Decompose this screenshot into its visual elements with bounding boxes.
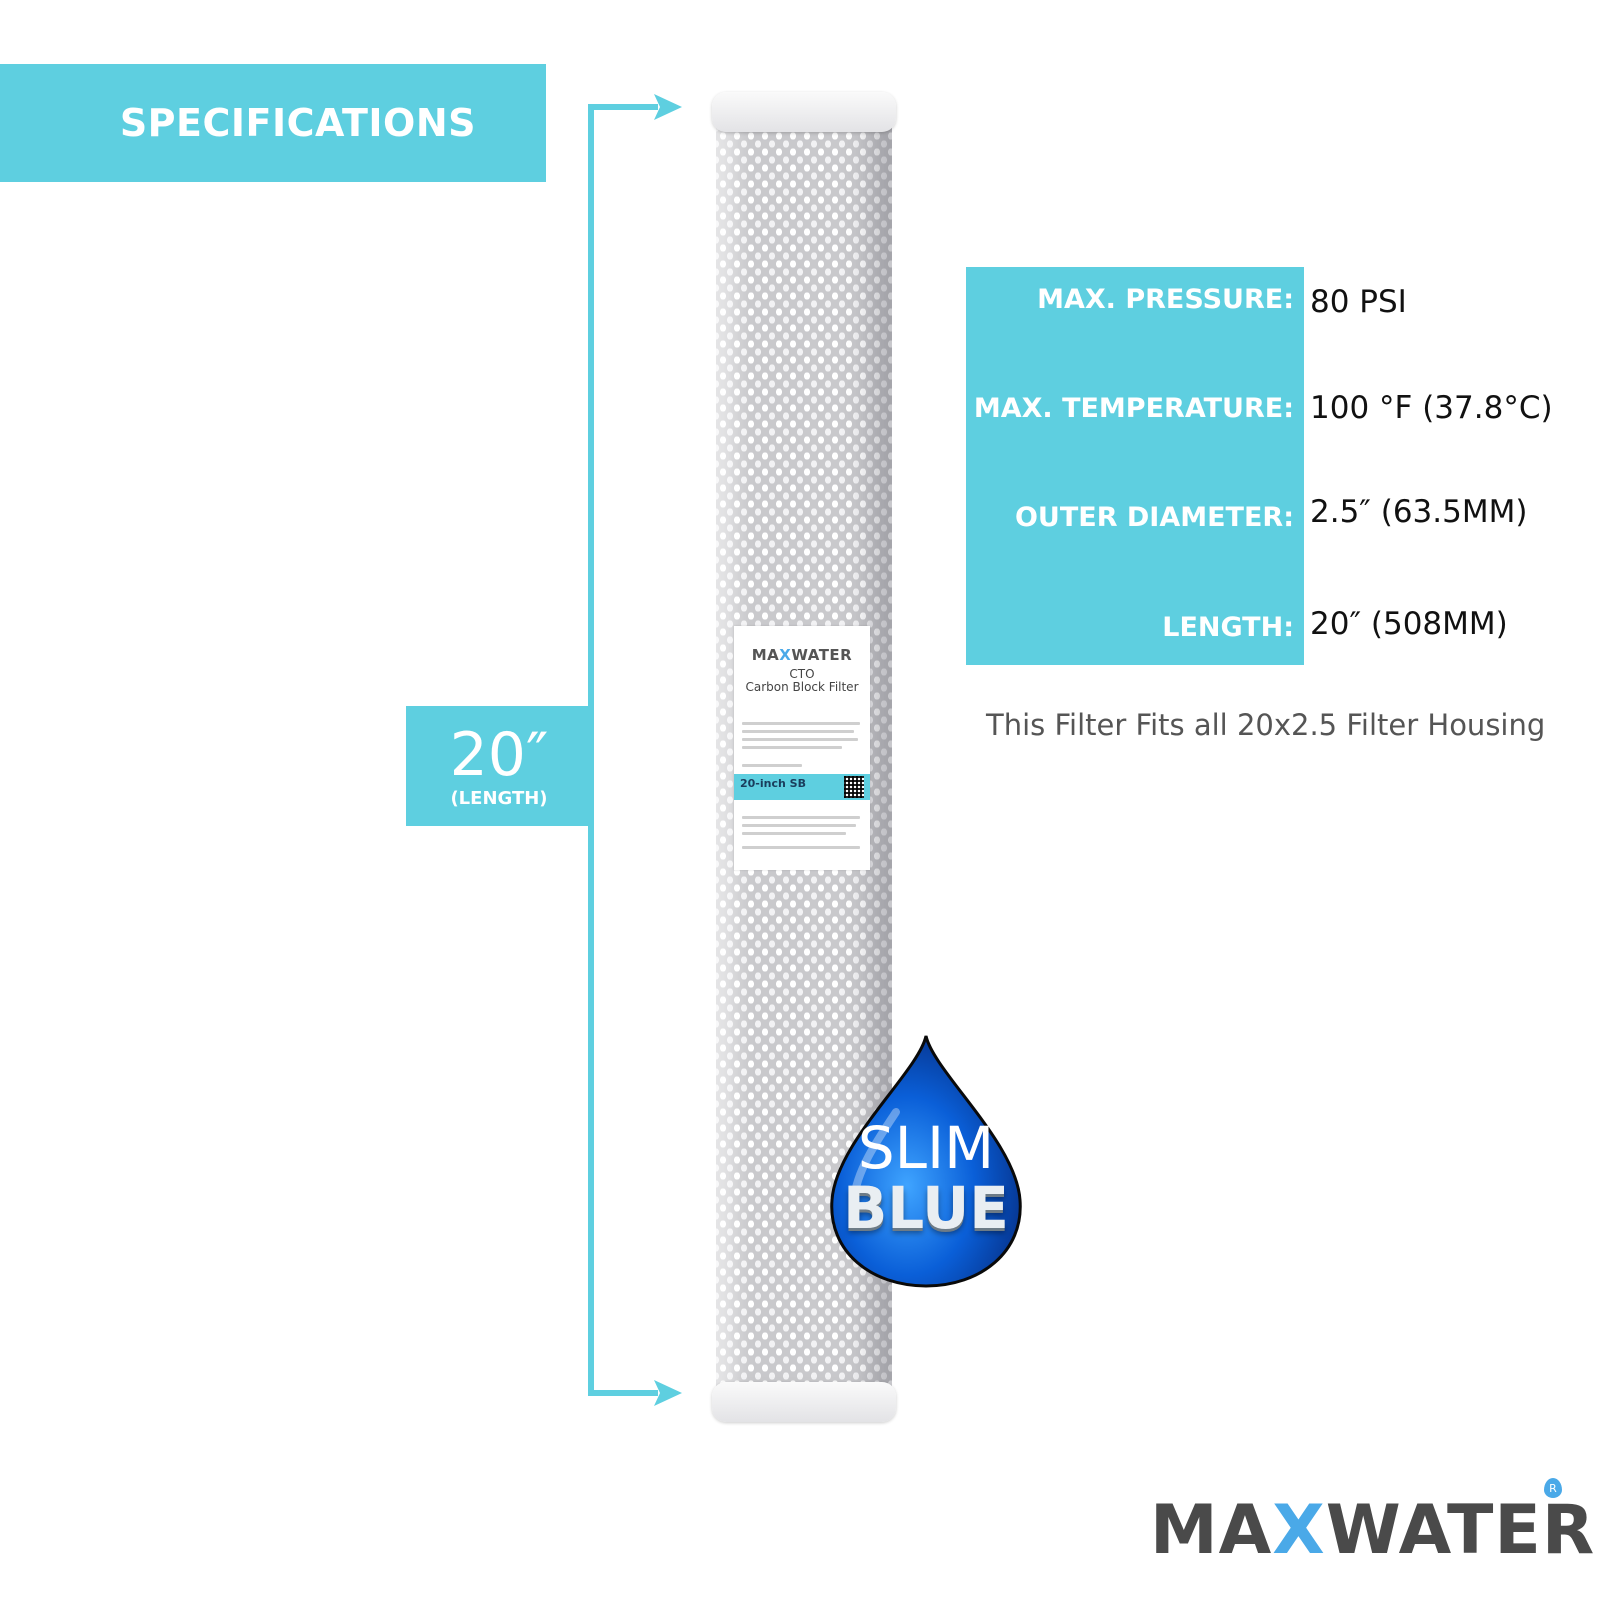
specs-panel [966, 267, 1304, 665]
bracket-top-arm [588, 104, 658, 110]
arrow-bottom-icon [654, 1380, 682, 1406]
label-stripe-text: 20-inch SB [740, 777, 806, 790]
length-caption: (LENGTH) [450, 787, 548, 809]
spec-value-length: 20″ (508MM) [1310, 606, 1508, 642]
fit-note: This Filter Fits all 20x2.5 Filter Housi… [986, 708, 1546, 742]
qr-code-icon [844, 776, 864, 798]
label-product-name: Carbon Block Filter [745, 680, 859, 694]
label-fine-print [742, 722, 860, 725]
logo-text: MAXWATER [1150, 1490, 1596, 1570]
label-fine-print [742, 738, 858, 741]
spec-value-max-temperature: 100 °F (37.8°C) [1310, 390, 1553, 426]
product-label: MAXWATER CTO Carbon Block Filter 20-inch… [734, 626, 870, 870]
label-brand: MAXWATER [751, 646, 853, 664]
length-value: 20″ [449, 719, 549, 790]
spec-label-outer-diameter: OUTER DIAMETER: [1014, 502, 1294, 533]
badge-line-blue: BLUE [843, 1174, 1009, 1242]
label-fine-print [742, 816, 860, 819]
cartridge-top-cap [712, 92, 896, 132]
bracket-bottom-arm [588, 1390, 658, 1396]
arrow-top-icon [654, 94, 682, 120]
label-fine-print [742, 746, 842, 749]
spec-value-outer-diameter: 2.5″ (63.5MM) [1310, 494, 1528, 530]
label-fine-print [742, 764, 802, 767]
banner-title: SPECIFICATIONS [119, 101, 476, 145]
water-drop-icon [830, 1035, 1022, 1288]
label-fine-print [742, 730, 854, 733]
label-fine-print [742, 846, 860, 849]
label-stripe: 20-inch SB [734, 774, 870, 800]
slim-blue-badge: SLIM BLUE [826, 1118, 1026, 1238]
badge-line-slim: SLIM [857, 1114, 995, 1182]
spec-label-length: LENGTH: [1162, 612, 1294, 643]
registered-mark-icon: R [1544, 1478, 1562, 1498]
label-fine-print [742, 824, 856, 827]
label-model: CTO [789, 667, 815, 681]
cartridge-bottom-cap [712, 1382, 896, 1422]
specifications-banner: SPECIFICATIONS [0, 64, 546, 182]
spec-value-max-pressure: 80 PSI [1310, 284, 1407, 320]
length-dimension-box: 20″ (LENGTH) [406, 706, 592, 826]
maxwater-logo: MAXWATER [1150, 1490, 1595, 1570]
label-fine-print [742, 832, 846, 835]
spec-label-max-temperature: MAX. TEMPERATURE: [973, 393, 1294, 424]
spec-label-max-pressure: MAX. PRESSURE: [1037, 284, 1294, 315]
